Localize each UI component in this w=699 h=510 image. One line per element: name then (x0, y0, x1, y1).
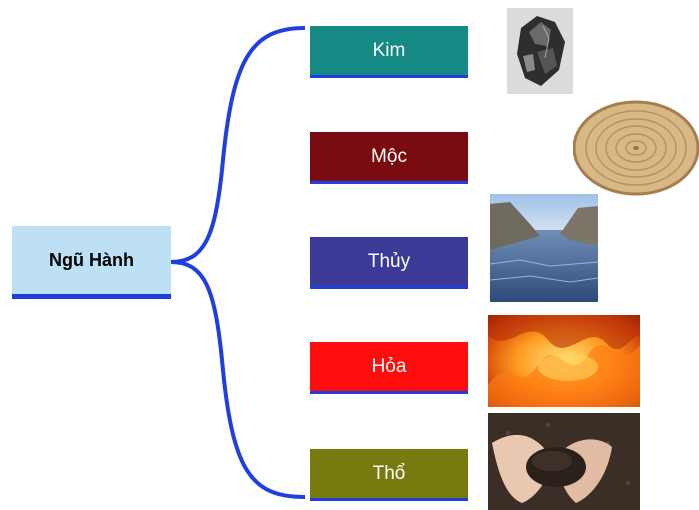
node-tho: Thổ (310, 449, 468, 501)
connector-lower (170, 260, 306, 499)
root-node: Ngũ Hành (12, 226, 171, 299)
fire-image (488, 315, 640, 407)
soil-in-hands-image (488, 413, 640, 510)
node-moc: Mộc (310, 132, 468, 184)
metal-ore-image (507, 8, 573, 94)
river-image (490, 194, 598, 302)
node-hoa: Hỏa (310, 342, 468, 394)
connector-upper (170, 26, 306, 264)
node-thuy: Thủy (310, 237, 468, 289)
wood-cross-section-image (573, 100, 699, 196)
node-kim: Kim (310, 26, 468, 78)
